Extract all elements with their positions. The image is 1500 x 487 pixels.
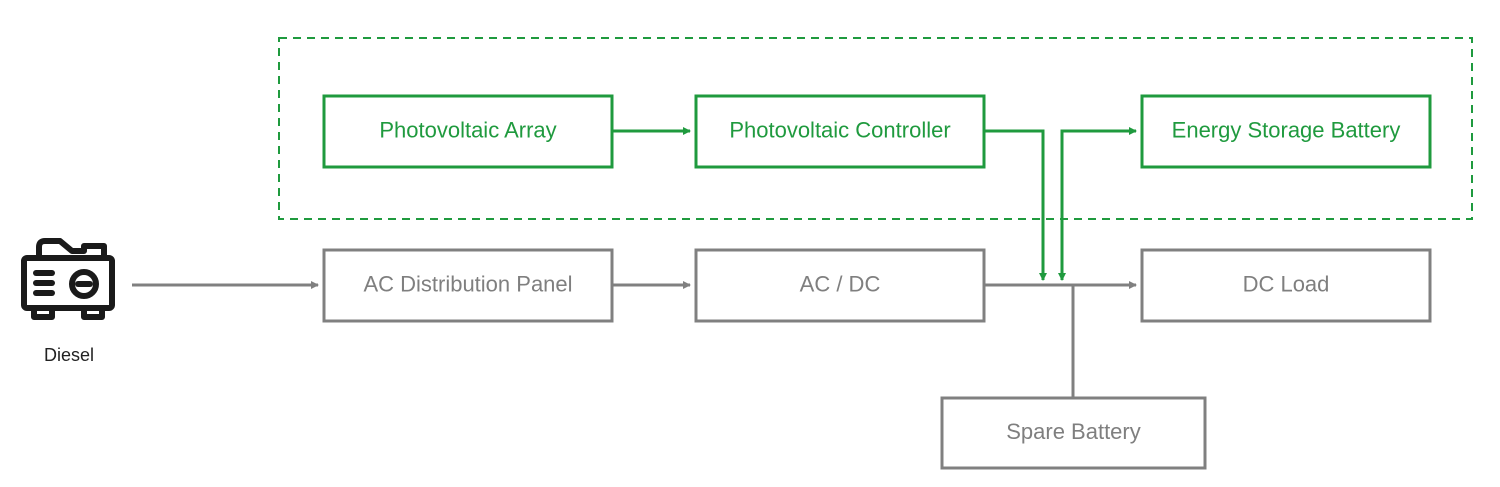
- ac-dc-label: AC / DC: [800, 271, 881, 296]
- node-dc-load: DC Load: [1140, 248, 1432, 323]
- ac-panel-label: AC Distribution Panel: [363, 271, 572, 296]
- node-energy-storage-battery: Energy Storage Battery: [1140, 94, 1432, 169]
- spare-battery-label: Spare Battery: [1006, 419, 1141, 444]
- arrow-storage-to-dc-bus: [1058, 129, 1136, 281]
- node-ac-dc: AC / DC: [694, 248, 986, 323]
- storage-battery-label: Energy Storage Battery: [1172, 117, 1401, 142]
- node-spare-battery: Spare Battery: [940, 396, 1207, 470]
- pv-array-label: Photovoltaic Array: [379, 117, 556, 142]
- dc-load-label: DC Load: [1243, 271, 1330, 296]
- diesel-generator-icon: [21, 238, 115, 320]
- node-photovoltaic-array: Photovoltaic Array: [322, 94, 614, 169]
- node-ac-distribution-panel: AC Distribution Panel: [322, 248, 614, 323]
- node-photovoltaic-controller: Photovoltaic Controller: [694, 94, 986, 169]
- diesel-label: Diesel: [44, 345, 94, 365]
- arrow-controller-to-dc-bus: [984, 129, 1047, 281]
- pv-controller-label: Photovoltaic Controller: [729, 117, 950, 142]
